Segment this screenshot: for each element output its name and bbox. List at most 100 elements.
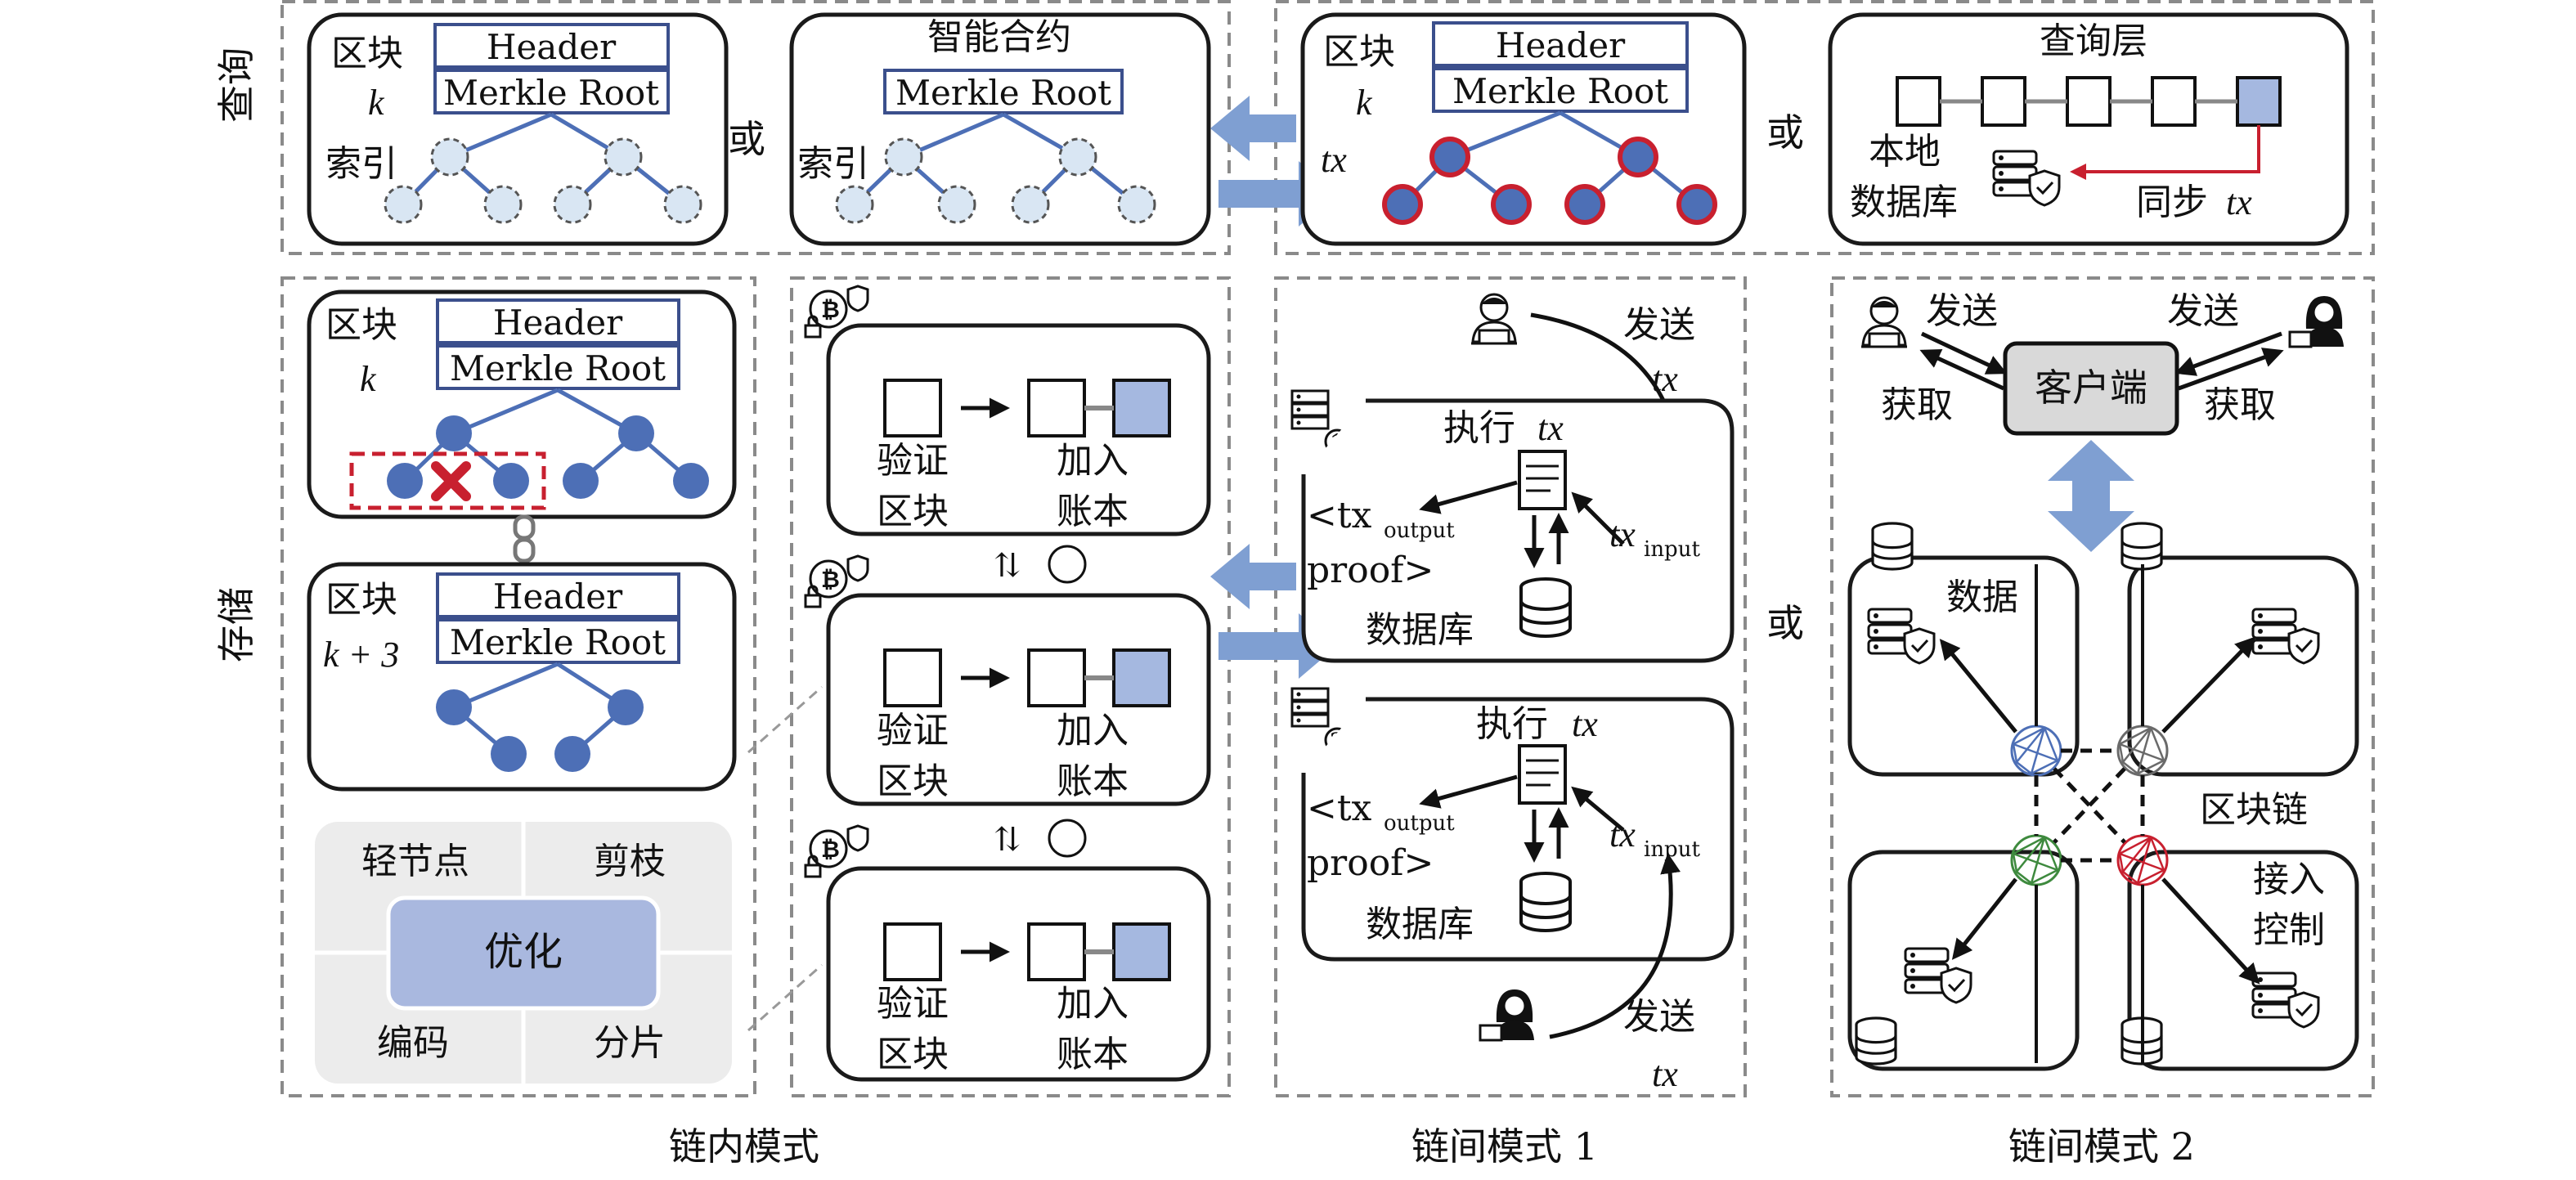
index-node [430,137,469,177]
merkle-node [436,689,472,725]
send-label: 发送 [2167,290,2239,332]
region-inter-1 [1274,276,1747,1097]
optimization-encoding: 编码 [377,1022,449,1064]
contract-doc-icon [1518,744,1567,805]
storage-block-k: 区块 k Header Merkle Root [307,289,737,519]
chain-blocks [1896,76,2282,127]
user-icon [2288,294,2345,348]
sync-arrows-icon: ⇅ [994,821,1021,859]
query-layer-title: 查询层 [2040,20,2147,62]
ledger-cube-icon [1112,922,1171,981]
tx-node [1676,184,1717,225]
merkle-root-text: Merkle Root [895,73,1111,113]
or-label: 或 [1766,110,1804,155]
header-box [436,298,680,344]
or-label: 或 [1766,601,1804,645]
block-k-label: k [1356,83,1373,123]
access-control-label-2: 控制 [2253,909,2325,951]
block-label: 区块 [1323,31,1395,73]
join-label-1: 加入 [1057,983,1129,1025]
tx-input-label: tx [1609,514,1636,554]
block-k3-label: k + 3 [323,635,399,675]
block-cube-icon [883,379,942,437]
index-node [604,137,643,177]
index-node [663,185,702,224]
verify-label-1: 验证 [877,983,949,1025]
tx-node [1564,184,1605,225]
merkle-node [554,736,590,772]
chain-box [2127,555,2359,777]
merkle-root-box [1432,67,1689,113]
sync-tx-label: tx [2226,182,2252,222]
data-label: 数据 [1946,577,2018,618]
header-text: Header [493,577,623,617]
caption-inter-1: 链间模式 1 [1411,1124,1598,1169]
contract-doc-icon [1518,450,1567,510]
row-label-query: 查询 [214,47,258,123]
header-box [1432,21,1689,67]
proof-label: proof> [1307,842,1434,884]
index-node [1058,137,1097,177]
block-label: 区块 [331,33,403,74]
user-icon [1470,293,1519,345]
database-icon [2120,522,2163,571]
prune-cross-icon [431,461,471,501]
verify-label-2: 区块 [877,760,949,802]
server-icon [1290,389,1330,430]
region-inter-2 [1830,276,2375,1097]
merkle-node [436,415,472,451]
tx-label: tx [1321,140,1347,180]
merkle-root-text: Merkle Root [443,73,659,113]
index-node [937,185,976,224]
merkle-root-box [436,344,680,390]
send-tx-label: tx [1652,359,1678,399]
verify-label-2: 区块 [877,491,949,532]
tx-input-sub: input [1644,537,1700,562]
get-label: 获取 [1881,384,1953,426]
index-node [835,185,874,224]
blue-arrow-left-icon [1210,96,1296,161]
header-text: Header [1496,25,1626,65]
query-layer: 查询层 本地 数据库 同步 tx [1828,12,2349,246]
index-label: 索引 [797,143,869,185]
join-label-2: 账本 [1057,1034,1129,1075]
block-cube-icon [883,648,942,707]
exec-tx-label: tx [1572,704,1598,744]
optimization-center: 优化 [484,929,563,975]
access-control-label-1: 接入 [2253,859,2325,900]
user-icon [1860,296,1909,348]
merkle-root-text: Merkle Root [450,348,666,388]
tx-input-label: tx [1609,814,1636,855]
join-label-1: 加入 [1057,440,1129,482]
chain-box [1847,850,2080,1071]
optimization-panel: 优化 轻节点 剪枝 编码 分片 [315,822,732,1084]
or-label: 或 [728,117,765,161]
verify-label-2: 区块 [877,1034,949,1075]
ledger-cube-icon [1112,648,1171,707]
inter-chain-2: 客户端 发送 获取 发送 获取 数据 区块链 接入 控制 [1847,290,2359,1071]
user-icon [1479,988,1536,1042]
send-tx-label: tx [1652,1054,1678,1094]
database-icon [1871,522,1914,571]
inter-chain-1: 发送 tx 1 执行 tx <tx output proof> tx input… [1290,293,1735,1094]
proof-label: proof> [1307,550,1434,591]
tx-input-sub: input [1644,837,1700,862]
index-node [553,185,592,224]
block-cube-icon [1027,379,1086,437]
optimization-pruning: 剪枝 [594,841,666,882]
client-box [2003,341,2179,436]
merkle-node [563,463,599,499]
index-node [1011,185,1050,224]
smart-contract-title: 智能合约 [927,16,1071,58]
header-text: Header [493,303,623,343]
join-label-2: 账本 [1057,760,1129,802]
index-node [384,185,423,224]
region-storage-verify [790,276,1231,1097]
caption-inter-2: 链间模式 2 [2008,1124,2195,1169]
block-label: 区块 [325,304,397,346]
optimization-sharding: 分片 [594,1022,666,1064]
index-node [483,185,523,224]
db-label: 数据库 [1366,904,1474,945]
tx-node [1429,137,1470,177]
client-label: 客户端 [2035,366,2147,410]
